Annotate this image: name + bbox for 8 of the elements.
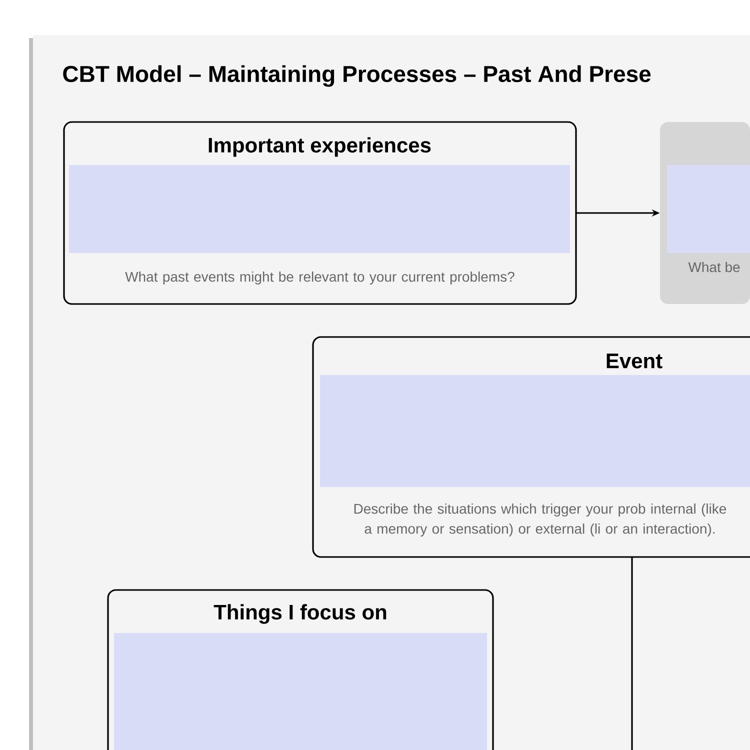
box-heading: Important experiences — [208, 137, 431, 157]
box-heading: Things I focus on — [214, 604, 386, 624]
prompt-text: Describe the situations which trigger your prob internal (like a memory or sensation) or external (li or an interaction). — [354, 503, 726, 537]
title: CBT Model – Maintaining Processes – Past And Prese — [63, 65, 651, 87]
box-heading: Event — [606, 354, 662, 368]
prompt-text: What past events might be relevant to your current problems? — [125, 271, 514, 285]
prompt-text: What be — [688, 262, 740, 272]
connector-line — [631, 557, 633, 750]
